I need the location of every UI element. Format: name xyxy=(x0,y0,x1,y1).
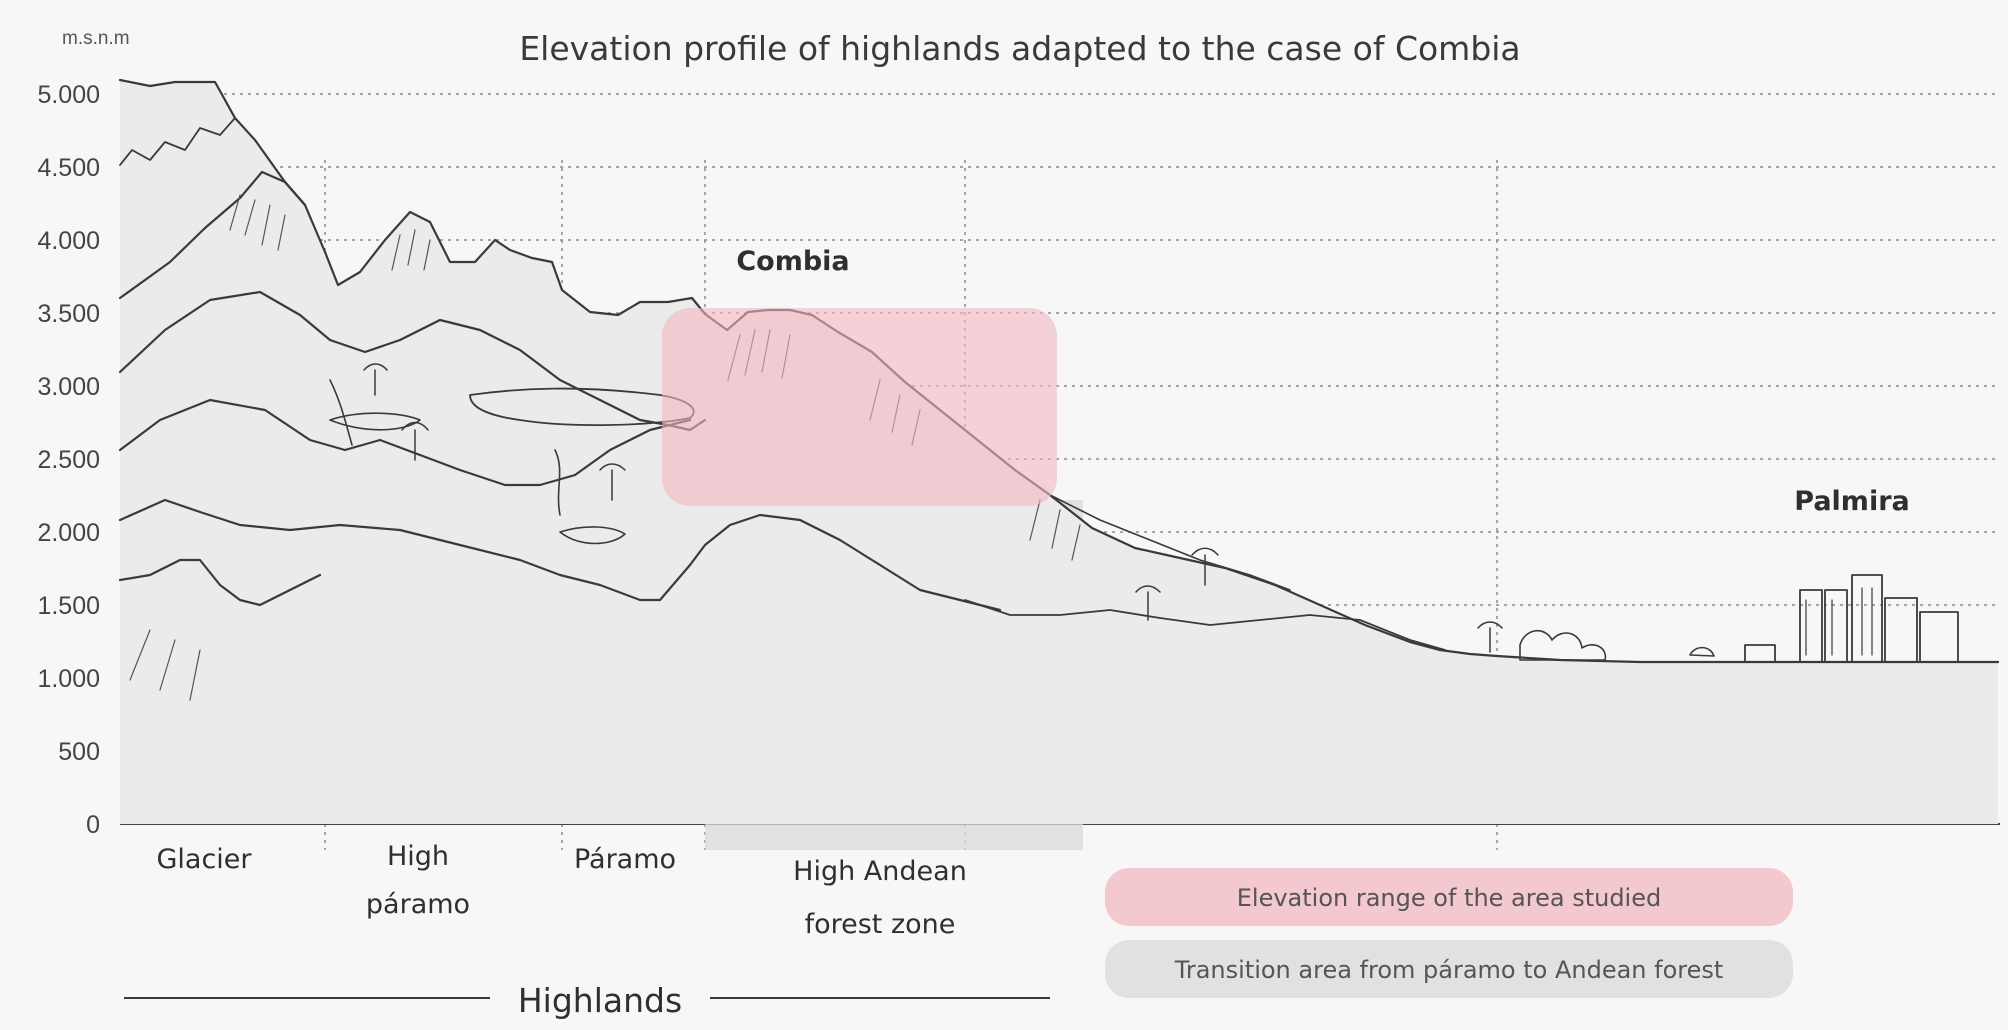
legend-swatch-studied xyxy=(1105,868,1793,926)
combia-label: Combia xyxy=(736,246,849,277)
zone-label-glacier: Glacier xyxy=(156,844,252,875)
zone-label-high-andean-line2: forest zone xyxy=(805,909,956,940)
y-tick-labels: 5.000 4.500 4.000 3.500 3.000 2.500 2.00… xyxy=(37,81,100,839)
highlands-label: Highlands xyxy=(518,981,682,1020)
legend-label-studied: Elevation range of the area studied xyxy=(1237,884,1661,912)
y-tick-label: 5.000 xyxy=(37,81,100,109)
studied-area xyxy=(662,308,1057,506)
y-tick-label: 1.500 xyxy=(37,592,100,620)
zone-label-high-andean-line1: High Andean xyxy=(793,856,967,887)
legend-label-transition: Transition area from páramo to Andean fo… xyxy=(1174,956,1724,984)
y-tick-label: 4.000 xyxy=(37,227,100,255)
highlands-bracket: Highlands xyxy=(124,981,1050,1020)
y-tick-label: 3.500 xyxy=(37,300,100,328)
y-tick-label: 3.000 xyxy=(37,373,100,401)
y-tick-label: 2.500 xyxy=(37,446,100,474)
y-tick-label: 2.000 xyxy=(37,519,100,547)
y-tick-label: 500 xyxy=(58,738,100,766)
chart-title: Elevation profile of highlands adapted t… xyxy=(519,29,1520,68)
palmira-label: Palmira xyxy=(1794,486,1909,517)
y-tick-label: 1.000 xyxy=(37,665,100,693)
y-tick-label: 0 xyxy=(86,811,100,839)
y-axis-unit: m.s.n.m xyxy=(62,28,130,49)
zone-label-paramo: Páramo xyxy=(574,844,676,875)
legend: Elevation range of the area studied Tran… xyxy=(1105,868,1793,998)
zone-label-high-paramo-line2: páramo xyxy=(366,889,470,920)
y-tick-label: 4.500 xyxy=(37,154,100,182)
zone-label-high-paramo-line1: High xyxy=(387,841,449,872)
mountain-sketch xyxy=(118,78,2000,824)
legend-swatch-transition xyxy=(1105,940,1793,998)
